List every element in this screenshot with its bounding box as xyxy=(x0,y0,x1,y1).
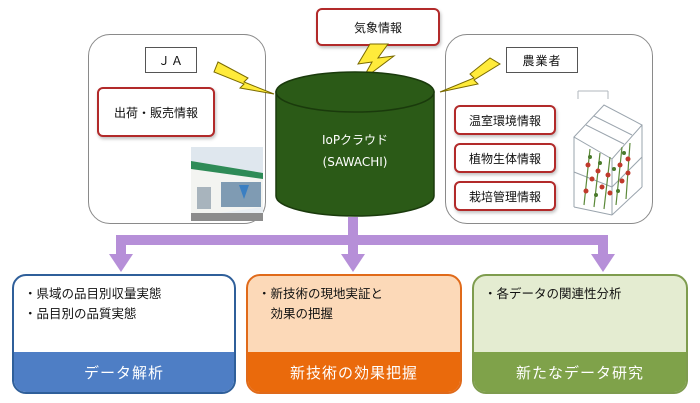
output-card-new-tech: ・新技術の現地実証と 効果の把握 新技術の効果把握 xyxy=(246,274,462,394)
output-line: ・各データの関連性分析 xyxy=(484,286,622,301)
ja-panel: ＪＡ 出荷・販売情報 xyxy=(88,34,266,224)
output-card-title: 新技術の効果把握 xyxy=(248,352,460,392)
output-line: ・新技術の現地実証と xyxy=(258,286,384,301)
iop-cloud-cylinder: IoPクラウド (SAWACHI) xyxy=(275,71,435,217)
output-card-body: ・県域の品目別収量実態 ・品目別の品質実態 xyxy=(14,276,234,332)
farmer-panel: 農業者 温室環境情報 植物生体情報 栽培管理情報 xyxy=(445,34,653,224)
ja-info-box: 出荷・販売情報 xyxy=(97,87,215,137)
ja-building-photo xyxy=(191,147,263,221)
greenhouse-illustration xyxy=(573,90,643,216)
output-card-body: ・新技術の現地実証と 効果の把握 xyxy=(248,276,460,332)
output-card-new-research: ・各データの関連性分析 新たなデータ研究 xyxy=(472,274,688,394)
output-line: 効果の把握 xyxy=(258,306,334,321)
output-card-title: 新たなデータ研究 xyxy=(474,352,686,392)
output-card-title: データ解析 xyxy=(14,352,234,392)
output-card-data-analysis: ・県域の品目別収量実態 ・品目別の品質実態 データ解析 xyxy=(12,274,236,394)
farmer-info-greenhouse: 温室環境情報 xyxy=(454,105,556,135)
output-card-body: ・各データの関連性分析 xyxy=(474,276,686,312)
farmer-info-plant: 植物生体情報 xyxy=(454,143,556,173)
farmer-label: 農業者 xyxy=(506,47,578,73)
output-line: ・県域の品目別収量実態 xyxy=(24,286,162,301)
output-line: ・品目別の品質実態 xyxy=(24,306,137,321)
farmer-info-cultivation: 栽培管理情報 xyxy=(454,181,556,211)
cloud-subtitle: (SAWACHI) xyxy=(323,155,388,169)
ja-label: ＪＡ xyxy=(145,47,197,73)
cloud-title: IoPクラウド xyxy=(322,133,388,147)
